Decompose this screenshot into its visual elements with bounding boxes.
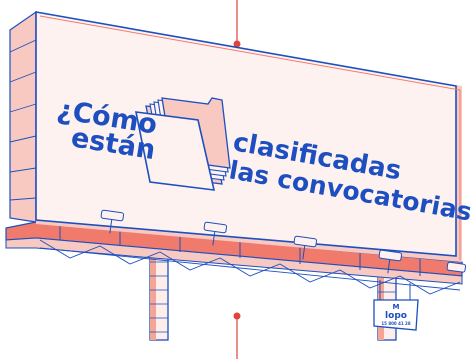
top-marker-dot: [233, 40, 241, 48]
billboard-lamps: [100, 209, 467, 274]
bottom-marker-dot: [233, 312, 241, 320]
billboard-catwalk: [5, 221, 463, 295]
folder-icon: [134, 97, 231, 191]
billboard-side-frame: [9, 10, 37, 223]
pole-sign-middle: lopo: [385, 311, 407, 321]
pole-sign-bottom: 15 800 41 28: [381, 321, 410, 326]
guide-line: [233, 0, 241, 359]
billboard-panel: [35, 11, 462, 262]
pole-sign-top: M: [393, 303, 400, 311]
pole-sign: M lopo 15 800 41 28: [373, 280, 419, 331]
